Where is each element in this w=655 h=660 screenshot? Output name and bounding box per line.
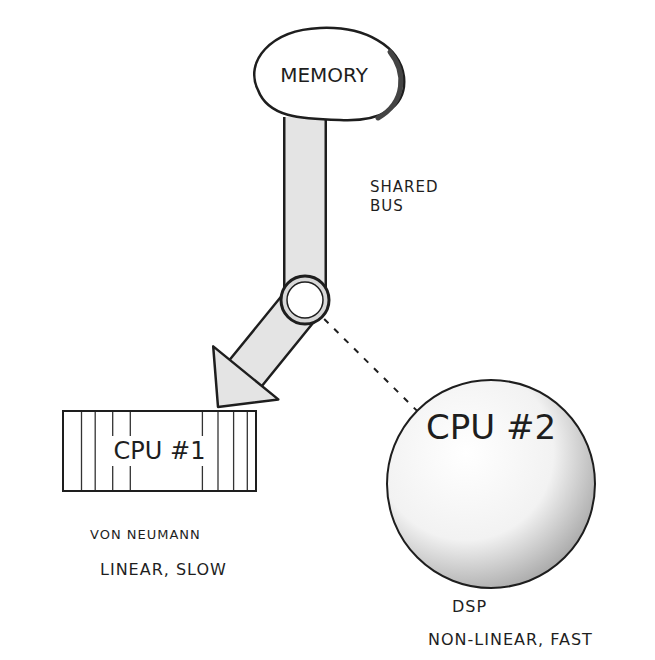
bus-outline	[246, 117, 305, 373]
circle-outline	[387, 380, 595, 588]
bus-arrow	[213, 117, 305, 407]
arrow-head	[213, 346, 278, 407]
box-stripe	[217, 412, 218, 490]
node-label: MEMORY	[276, 63, 372, 87]
bus-junction	[281, 276, 329, 324]
junction-ring	[281, 276, 329, 324]
annotation-label: SHARED BUS	[370, 178, 456, 216]
annotation-label: DSP	[452, 597, 487, 617]
edge-group	[213, 117, 417, 411]
blob-shading	[378, 52, 401, 118]
node-label: CPU #2	[422, 408, 560, 447]
dsp-circle: CPU #2	[385, 378, 597, 590]
blob-outline	[254, 28, 404, 120]
box-stripe	[95, 412, 96, 490]
annotation-label: LINEAR, SLOW	[100, 560, 227, 580]
annotation-label: NON-LINEAR, FAST	[428, 630, 593, 650]
cpu-box: CPU #1	[62, 410, 257, 492]
box-stripe	[81, 412, 82, 490]
bus-fill	[246, 117, 305, 373]
box-outline	[63, 411, 256, 491]
box-stripe	[247, 412, 248, 490]
junction-core	[287, 282, 323, 318]
annotation-label: VON NEUMANN	[90, 527, 201, 543]
memory-blob: MEMORY	[240, 22, 408, 127]
box-stripe	[233, 412, 234, 490]
node-label: CPU #1	[108, 436, 212, 466]
